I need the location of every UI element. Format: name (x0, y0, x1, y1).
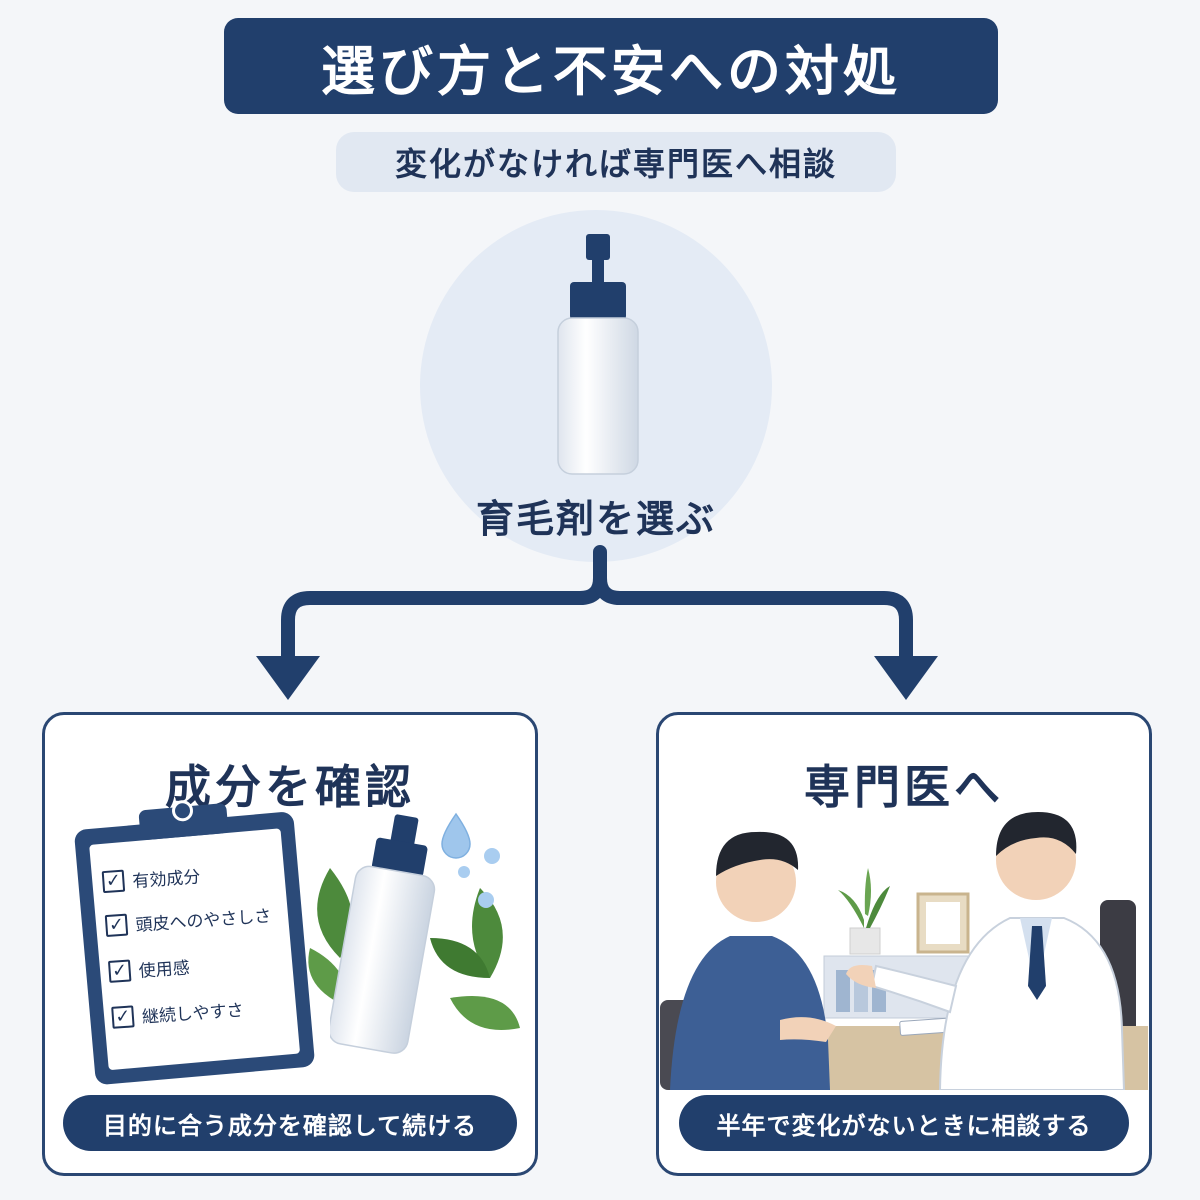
center-label: 育毛剤を選ぶ (475, 497, 716, 541)
specialist-caption: 半年で変化がないときに相談する (679, 1095, 1129, 1151)
ingredients-caption: 目的に合う成分を確認して続ける (63, 1095, 517, 1151)
checkbox-icon: ✓ (107, 958, 132, 983)
clipboard-icon (74, 800, 315, 1085)
doctor-icon (846, 812, 1126, 1090)
checklist-item: ✓ 有効成分 (101, 862, 201, 894)
checkbox-icon: ✓ (101, 869, 126, 893)
checklist-item: ✓ 継続しやすさ (111, 996, 244, 1030)
arrow-right-head (874, 656, 938, 700)
spray-bottle-icon (557, 234, 639, 475)
water-drop-icon (441, 812, 500, 908)
checkbox-icon: ✓ (111, 1004, 135, 1029)
checklist: ✓ 有効成分 ✓ 頭皮へのやさしさ ✓ 使用感 ✓ 継続しやすさ (101, 851, 314, 1064)
consultation-scene (660, 812, 1148, 1090)
page-subtitle: 変化がなければ専門医へ相談 (336, 132, 896, 192)
page-title: 選び方と不安への対処 (224, 18, 998, 114)
plant-icon (838, 868, 890, 955)
branch-arrows (256, 545, 938, 700)
patient-icon (670, 831, 836, 1090)
checklist-item: ✓ 頭皮へのやさしさ (104, 902, 272, 939)
arrow-left-head (256, 656, 320, 700)
checklist-item: ✓ 使用感 (107, 953, 190, 984)
spray-bottle-icon (330, 814, 436, 1054)
checkbox-icon: ✓ (104, 913, 129, 937)
specialist-heading: 専門医へ (804, 760, 1004, 814)
